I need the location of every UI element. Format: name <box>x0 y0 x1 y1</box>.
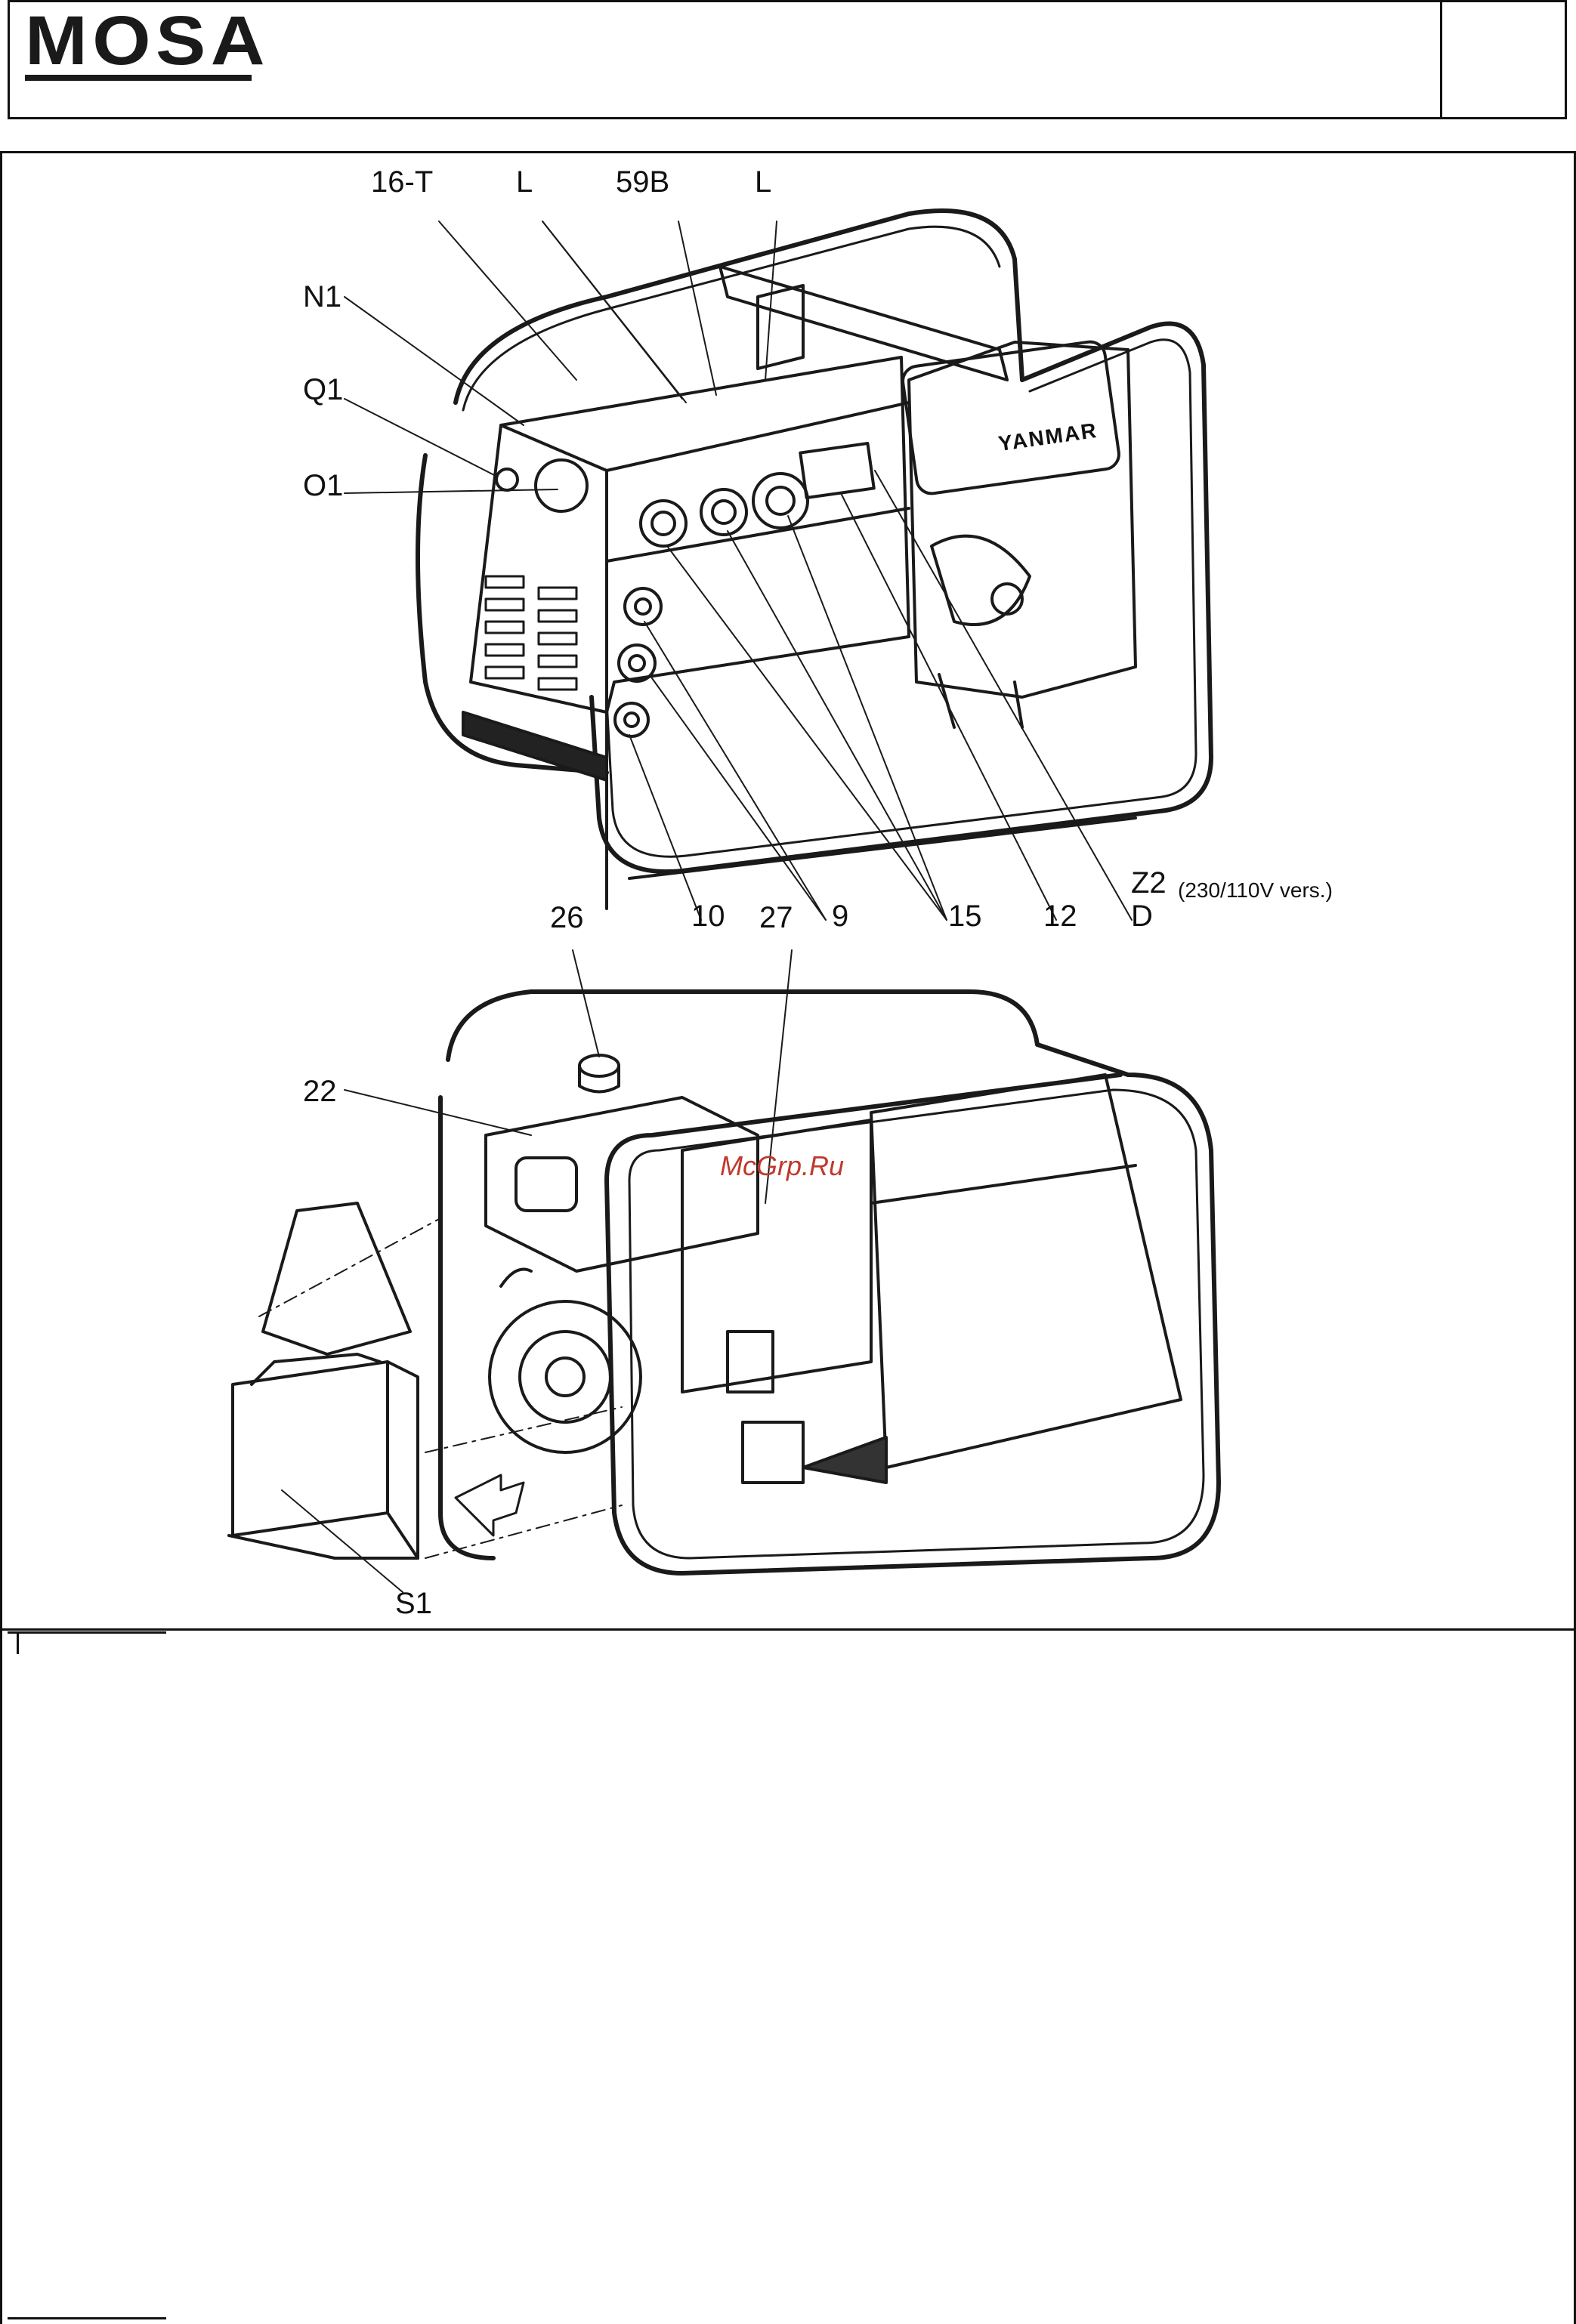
logo-underline <box>25 75 252 81</box>
callout-9: 9 <box>832 901 848 931</box>
callout-15: 15 <box>948 901 982 931</box>
callout-z2: Z2 <box>1131 868 1167 898</box>
callout-59b: 59B <box>616 167 669 197</box>
callout-o1: O1 <box>303 471 343 501</box>
callout-d: D <box>1131 901 1153 931</box>
mosa-logo: MOSA <box>25 10 259 81</box>
callout-12: 12 <box>1043 901 1077 931</box>
generator-drawing <box>2 153 1574 1631</box>
bottom-tab-line <box>8 2317 166 2319</box>
header-divider <box>1440 2 1442 117</box>
callout-z2-note: (230/110V vers.) <box>1178 875 1333 906</box>
page-header: MOSA <box>8 0 1567 119</box>
callout-27: 27 <box>759 903 793 933</box>
callout-10: 10 <box>691 901 725 931</box>
generator-front-view <box>418 211 1211 909</box>
lower-panel <box>0 1628 1576 2324</box>
callout-26: 26 <box>550 903 584 933</box>
callout-16-t: 16-T <box>371 167 433 197</box>
generator-rear-view <box>229 992 1219 1573</box>
leader-lines-bottom <box>282 950 792 1592</box>
callout-n1: N1 <box>303 282 341 312</box>
watermark: McGrp.Ru <box>720 1150 844 1182</box>
lower-panel-tab-tick <box>17 1631 19 1654</box>
callout-q1: Q1 <box>303 375 343 405</box>
callout-s1: S1 <box>395 1588 432 1619</box>
figure-panel: 16-T L 59B L N1 Q1 O1 10 9 15 12 D Z2 (2… <box>0 151 1576 1630</box>
logo-text: MOSA <box>25 10 278 72</box>
lower-panel-tab-line <box>8 1631 166 1634</box>
callout-l-left: L <box>516 167 533 197</box>
callout-l-right: L <box>755 167 771 197</box>
callout-22: 22 <box>303 1076 337 1106</box>
